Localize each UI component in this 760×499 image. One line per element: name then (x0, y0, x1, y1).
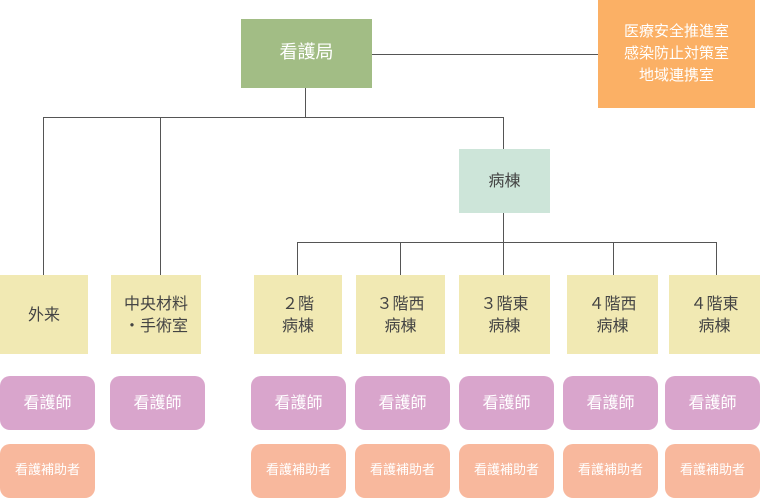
nurse-label: 看護師 (378, 393, 427, 413)
assistant-pill-ward-3e: 看護補助者 (459, 444, 554, 498)
nursing-department-box: 看護局 (241, 19, 372, 88)
assistant-label: 看護補助者 (265, 463, 331, 479)
assistant-label: 看護補助者 (369, 463, 435, 479)
assistant-label: 看護補助者 (473, 463, 539, 479)
nurse-pill-ward-3w: 看護師 (355, 376, 450, 430)
assistant-label: 看護補助者 (679, 463, 745, 479)
assistant-label: 看護補助者 (14, 463, 80, 479)
nurse-pill-ward-4w: 看護師 (563, 376, 658, 430)
connector-to-ward-2f (297, 242, 298, 276)
nurse-pill-outpatient: 看護師 (0, 376, 95, 430)
nurse-label: 看護師 (482, 393, 531, 413)
connector-to-ward-3e (503, 242, 504, 276)
dept-ward-3w-label: ３階西 病棟 (376, 293, 425, 335)
assistant-pill-ward-4w: 看護補助者 (563, 444, 658, 498)
connector-to-ward-3w (400, 242, 401, 276)
dept-surgery-label: 中央材料 ・手術室 (123, 293, 188, 335)
assistant-pill-ward-4e: 看護補助者 (665, 444, 760, 498)
connector-to-ward-group (503, 117, 504, 150)
nurse-pill-ward-2f: 看護師 (251, 376, 346, 430)
dept-ward-2f-label: ２階 病棟 (281, 293, 314, 335)
dept-ward-4w-box: ４階西 病棟 (567, 275, 658, 354)
side-offices-label: 医療安全推進室 感染防止対策室 地域連携室 (623, 22, 729, 84)
nurse-pill-ward-4e: 看護師 (665, 376, 760, 430)
connector-ward-group-down (503, 212, 504, 243)
dept-outpatient-label: 外来 (27, 304, 60, 324)
connector-top-down (305, 87, 306, 118)
nurse-pill-surgery: 看護師 (110, 376, 205, 430)
assistant-pill-outpatient: 看護補助者 (0, 444, 95, 498)
assistant-label: 看護補助者 (577, 463, 643, 479)
connector-top-to-offices (371, 54, 599, 55)
dept-ward-3e-label: ３階東 病棟 (480, 293, 529, 335)
dept-ward-3e-box: ３階東 病棟 (459, 275, 550, 354)
connector-ward-branch (297, 242, 717, 243)
dept-ward-4e-label: ４階東 病棟 (690, 293, 739, 335)
connector-main-branch (43, 117, 504, 118)
assistant-pill-ward-2f: 看護補助者 (251, 444, 346, 498)
nurse-pill-ward-3e: 看護師 (459, 376, 554, 430)
nurse-label: 看護師 (586, 393, 635, 413)
ward-group-label: 病棟 (488, 171, 521, 191)
dept-ward-2f-box: ２階 病棟 (254, 275, 342, 354)
connector-to-ward-4w (613, 242, 614, 276)
connector-to-outpatient (43, 117, 44, 276)
nurse-label: 看護師 (133, 393, 182, 413)
nursing-department-label: 看護局 (279, 42, 334, 64)
connector-to-surgery (160, 117, 161, 276)
dept-outpatient-box: 外来 (0, 275, 88, 354)
assistant-pill-ward-3w: 看護補助者 (355, 444, 450, 498)
nurse-label: 看護師 (274, 393, 323, 413)
connector-to-ward-4e (716, 242, 717, 276)
dept-ward-4e-box: ４階東 病棟 (669, 275, 760, 354)
dept-ward-4w-label: ４階西 病棟 (588, 293, 637, 335)
dept-surgery-box: 中央材料 ・手術室 (111, 275, 201, 354)
dept-ward-3w-box: ３階西 病棟 (356, 275, 445, 354)
ward-group-box: 病棟 (459, 149, 550, 213)
nurse-label: 看護師 (23, 393, 72, 413)
nurse-label: 看護師 (688, 393, 737, 413)
side-offices-box: 医療安全推進室 感染防止対策室 地域連携室 (598, 0, 755, 108)
